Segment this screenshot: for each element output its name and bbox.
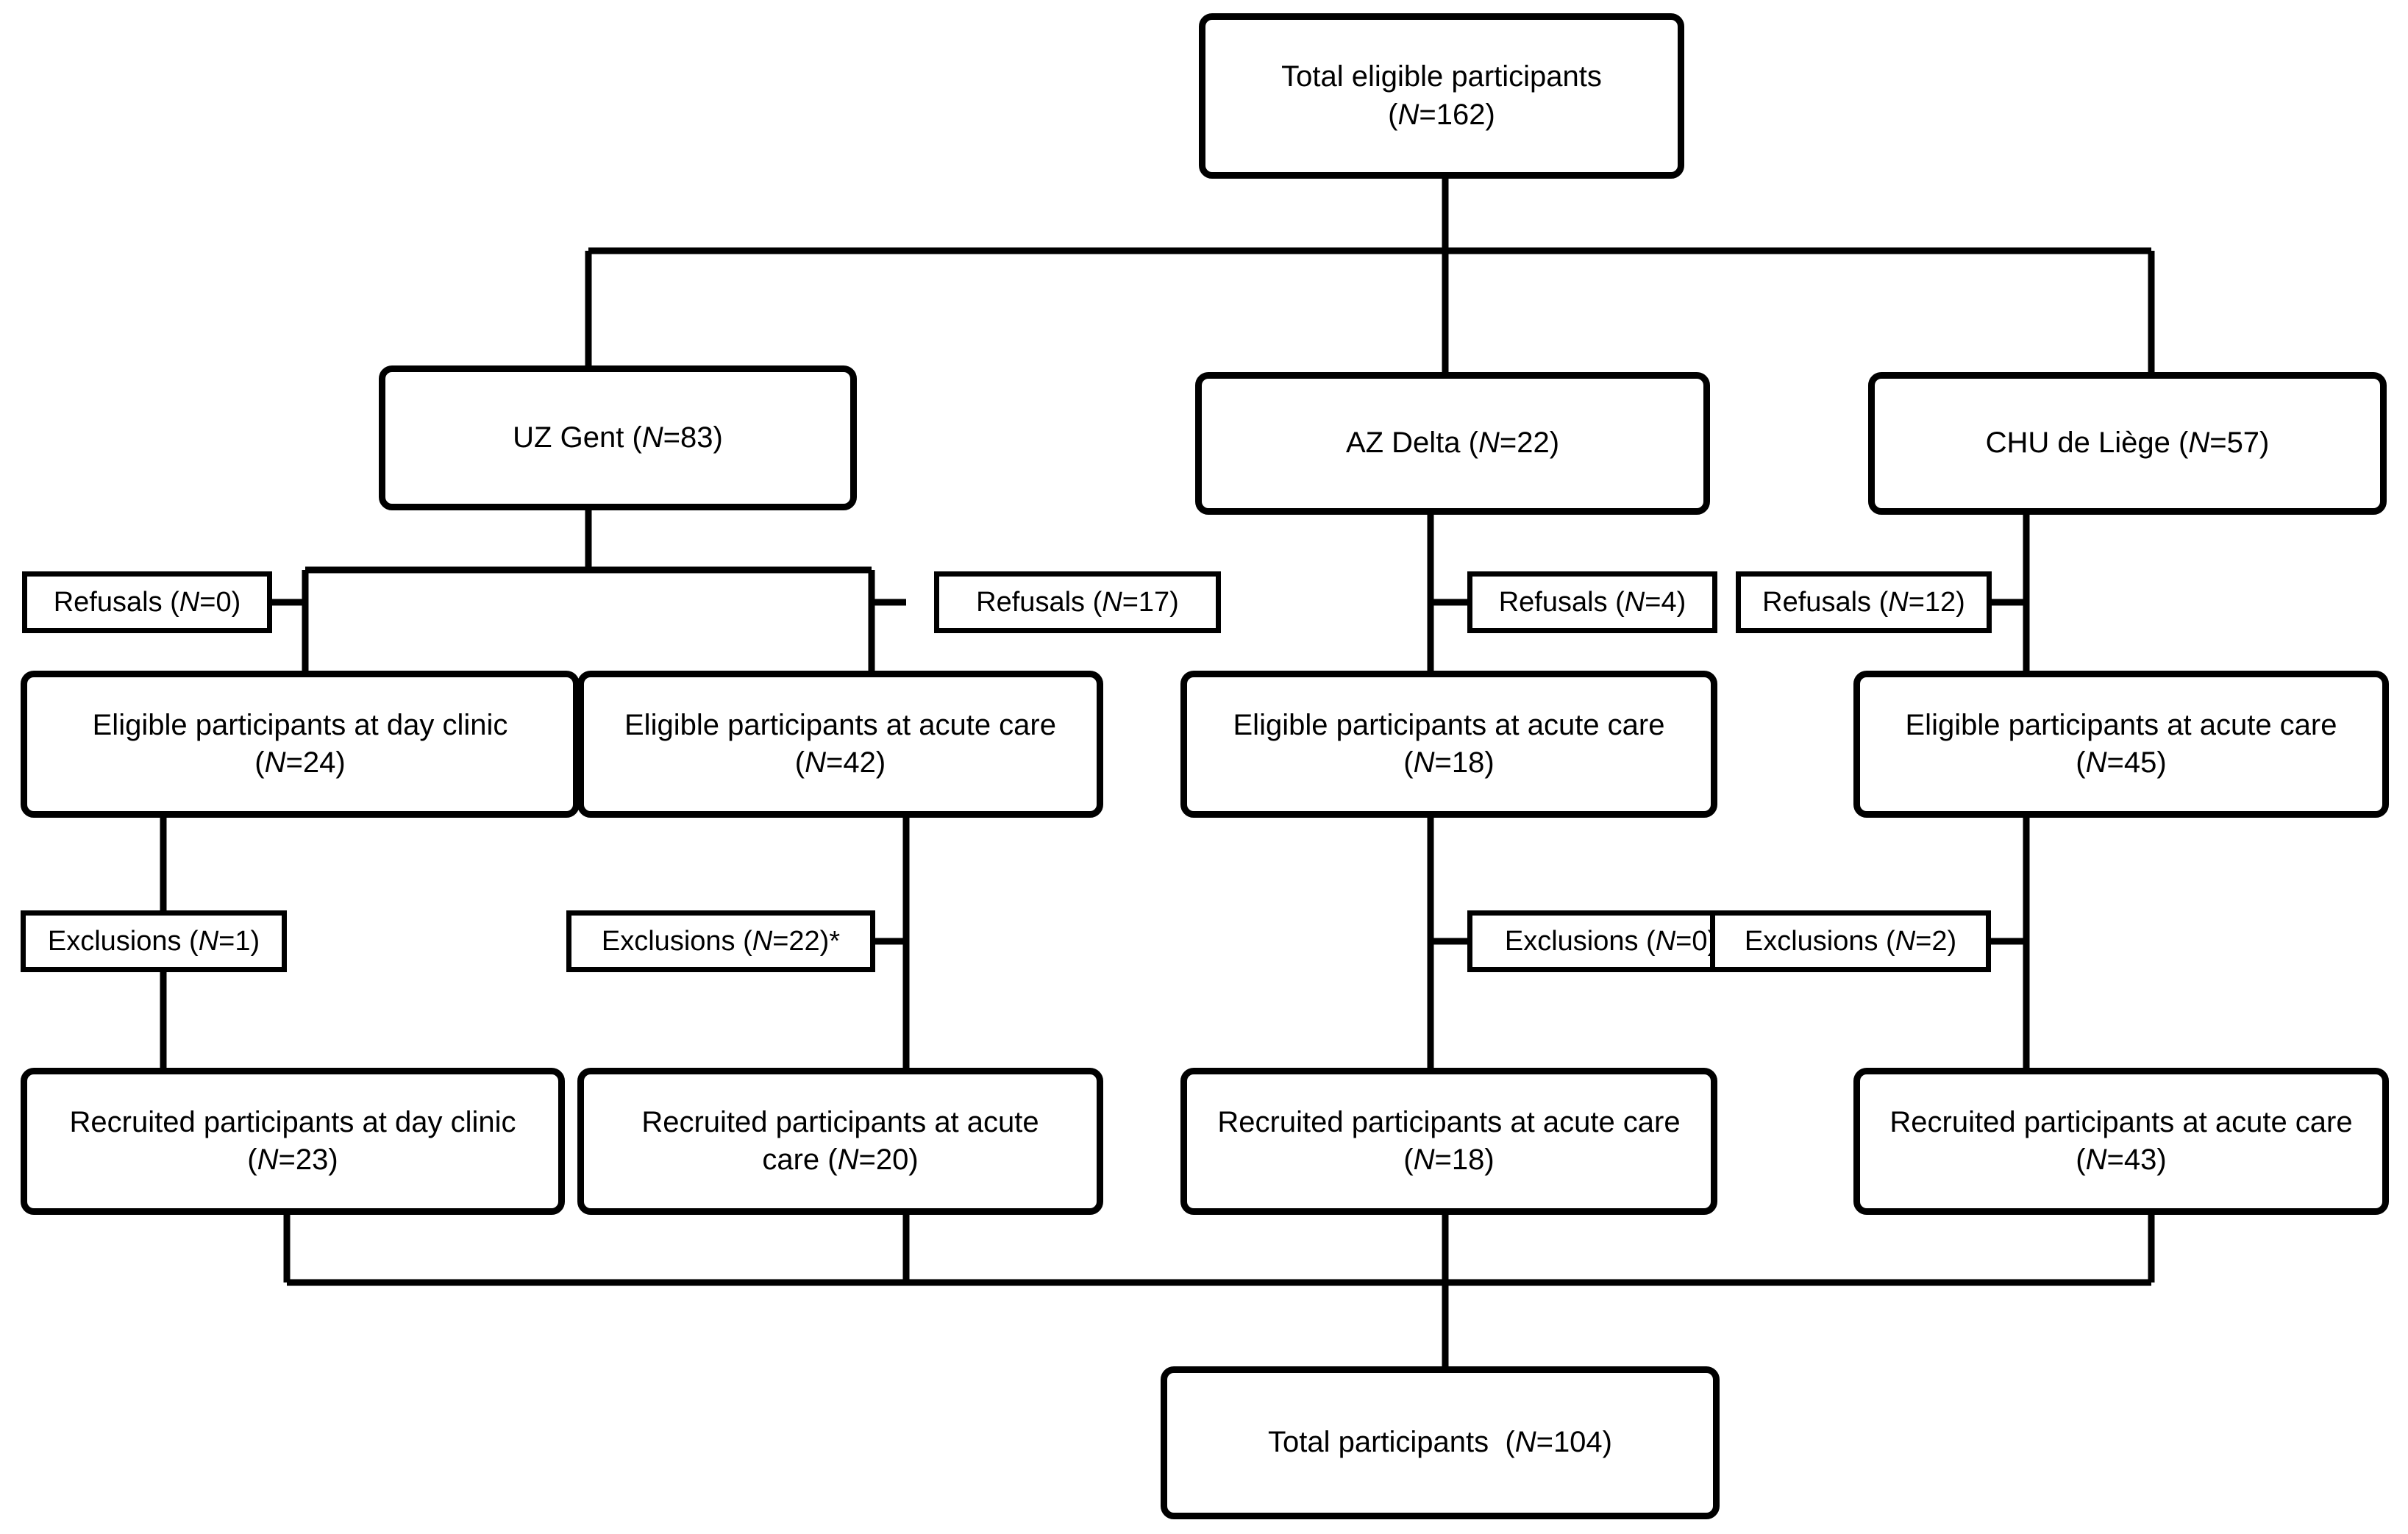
node-recruited-uz-day-clinic: Recruited participants at day clinic (N=… [21, 1068, 565, 1215]
node-refusals-uz-day: Refusals (N=0) [22, 571, 272, 633]
node-recruited-az-acute-care-label: Recruited participants at acute care (N=… [1217, 1105, 1681, 1176]
node-exclusions-chu-label: Exclusions (N=2) [1744, 925, 1957, 957]
node-total-participants: Total participants (N=104) [1161, 1366, 1720, 1519]
node-eligible-az-acute-care: Eligible participants at acute care (N=1… [1180, 671, 1717, 818]
node-total-eligible: Total eligible participants (N=162) [1199, 13, 1684, 179]
node-recruited-uz-acute-care: Recruited participants at acute care (N=… [577, 1068, 1103, 1215]
node-refusals-uz-acute-label: Refusals (N=17) [976, 586, 1179, 618]
node-eligible-az-acute-care-label: Eligible participants at acute care (N=1… [1233, 708, 1665, 779]
node-site-uz-gent: UZ Gent (N=83) [379, 365, 857, 510]
node-site-az-delta: AZ Delta (N=22) [1195, 372, 1710, 515]
node-eligible-uz-day-clinic: Eligible participants at day clinic (N=2… [21, 671, 580, 818]
node-total-eligible-label: Total eligible participants (N=162) [1281, 60, 1602, 131]
node-eligible-chu-acute-care: Eligible participants at acute care (N=4… [1853, 671, 2389, 818]
node-exclusions-uz-day: Exclusions (N=1) [21, 910, 287, 972]
node-eligible-uz-acute-care: Eligible participants at acute care (N=4… [577, 671, 1103, 818]
node-site-chu-liege: CHU de Liège (N=57) [1868, 372, 2387, 515]
node-recruited-uz-day-clinic-label: Recruited participants at day clinic (N=… [69, 1105, 516, 1176]
node-recruited-chu-acute-care: Recruited participants at acute care (N=… [1853, 1068, 2389, 1215]
node-site-uz-gent-label: UZ Gent (N=83) [513, 421, 723, 454]
node-eligible-chu-acute-care-label: Eligible participants at acute care (N=4… [1905, 708, 2337, 779]
node-recruited-chu-acute-care-label: Recruited participants at acute care (N=… [1889, 1105, 2353, 1176]
node-eligible-uz-day-clinic-label: Eligible participants at day clinic (N=2… [92, 708, 508, 779]
node-exclusions-uz-acute-label: Exclusions (N=22)* [601, 925, 841, 957]
node-exclusions-uz-acute: Exclusions (N=22)* [566, 910, 875, 972]
node-site-chu-liege-label: CHU de Liège (N=57) [1985, 427, 2270, 460]
node-refusals-uz-acute: Refusals (N=17) [934, 571, 1221, 633]
node-site-az-delta-label: AZ Delta (N=22) [1345, 427, 1560, 460]
node-exclusions-uz-day-label: Exclusions (N=1) [47, 925, 260, 957]
node-recruited-uz-acute-care-label: Recruited participants at acute care (N=… [641, 1105, 1039, 1176]
node-eligible-uz-acute-care-label: Eligible participants at acute care (N=4… [624, 708, 1056, 779]
node-refusals-chu: Refusals (N=12) [1736, 571, 1992, 633]
node-refusals-chu-label: Refusals (N=12) [1762, 586, 1965, 618]
node-refusals-uz-day-label: Refusals (N=0) [53, 586, 241, 618]
node-refusals-az: Refusals (N=4) [1467, 571, 1717, 633]
node-exclusions-az-label: Exclusions (N=0) [1504, 925, 1717, 957]
node-total-participants-label: Total participants (N=104) [1267, 1426, 1612, 1459]
node-refusals-az-label: Refusals (N=4) [1498, 586, 1686, 618]
node-recruited-az-acute-care: Recruited participants at acute care (N=… [1180, 1068, 1717, 1215]
node-exclusions-az: Exclusions (N=0) [1467, 910, 1754, 972]
node-exclusions-chu: Exclusions (N=2) [1710, 910, 1991, 972]
